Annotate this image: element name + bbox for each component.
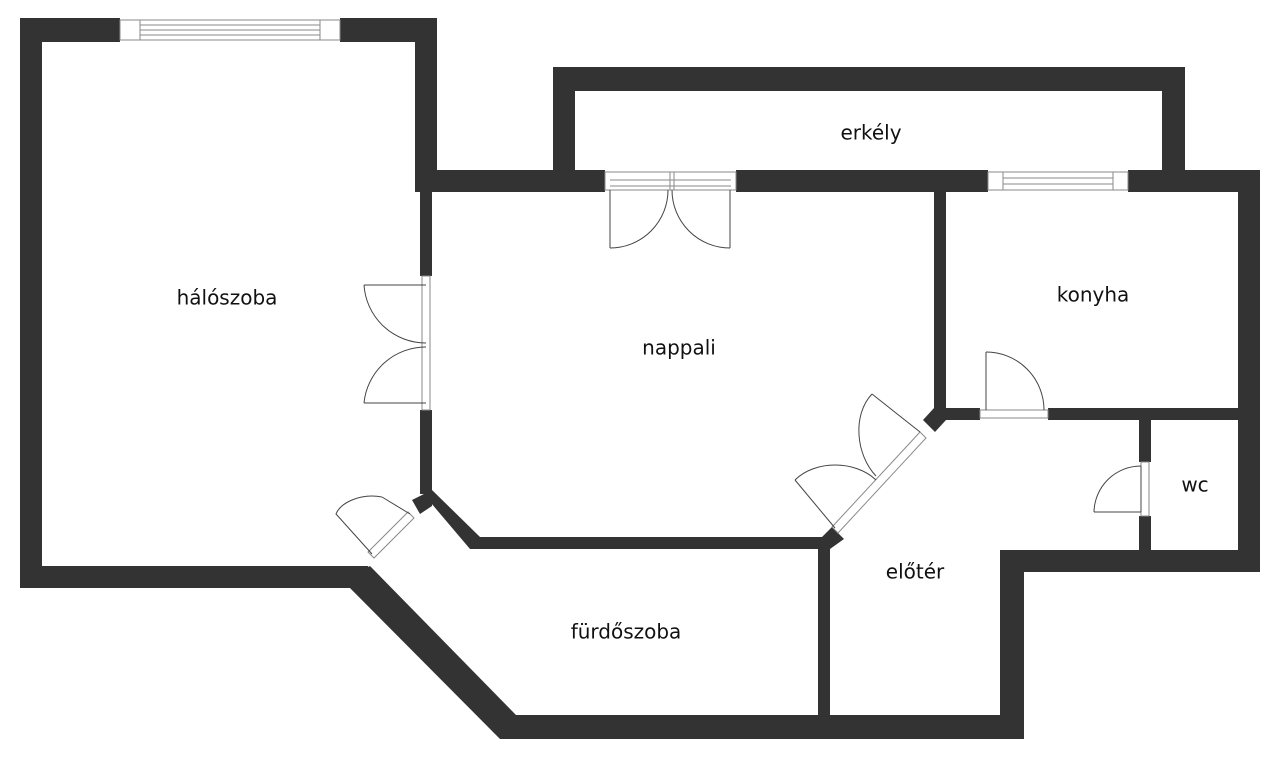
wall-living-diagonal-left <box>420 490 480 549</box>
label-wc: wc <box>1181 473 1208 497</box>
wall-living-top-right <box>736 170 988 192</box>
doors <box>335 189 1150 559</box>
door-wc <box>1093 461 1150 517</box>
door-bathroom <box>335 495 415 559</box>
wall-bath-diagonal <box>344 566 516 739</box>
label-furdoszoba: fürdőszoba <box>571 620 682 644</box>
label-haloszoba: hálószoba <box>177 286 278 310</box>
wall-living-left-lower <box>420 410 432 494</box>
wall-balcony-right <box>1162 67 1185 170</box>
wall-wc-left-upper <box>1139 420 1151 462</box>
wall-hall-bottom <box>820 715 1024 739</box>
wall-kitchen-right <box>1238 170 1260 572</box>
room-labels: hálószoba erkély nappali konyha wc előté… <box>177 121 1209 644</box>
wall-balcony-left <box>553 67 575 192</box>
window-living-balcony-door <box>604 171 737 191</box>
wall-bedroom-right-upper <box>415 18 437 192</box>
wall-bath-corner <box>344 566 372 582</box>
door-balcony-double <box>609 189 731 249</box>
label-erkely: erkély <box>840 121 901 145</box>
wall-living-right <box>934 192 946 410</box>
wall-bath-top-diagonal <box>412 490 432 514</box>
wall-wc-bottom <box>1000 550 1260 572</box>
window-bedroom <box>119 19 341 41</box>
wall-bedroom-left <box>20 18 42 588</box>
wall-wc-left-lower <box>1139 516 1151 550</box>
window-kitchen <box>987 171 1129 191</box>
label-konyha: konyha <box>1057 283 1130 307</box>
wall-hall-diagonal-top <box>923 408 946 432</box>
door-bedroom-double <box>363 275 431 411</box>
wall-bath-bottom <box>500 715 830 739</box>
wall-hall-left <box>818 545 830 739</box>
wall-balcony-top <box>553 67 1185 91</box>
wall-living-top-left <box>415 170 605 192</box>
door-living-hall-double <box>794 393 927 534</box>
wall-kitchen-top-right <box>1128 170 1260 192</box>
wall-living-bottom <box>470 537 824 549</box>
door-kitchen <box>979 351 1049 419</box>
wall-hall-right <box>1000 550 1024 739</box>
windows <box>119 19 1129 191</box>
wall-kitchen-bottom-right <box>1048 408 1260 420</box>
wall-living-left-upper <box>420 192 432 276</box>
wall-kitchen-bottom-left <box>940 408 980 420</box>
walls <box>20 18 1260 739</box>
wall-bedroom-bottom <box>20 566 350 588</box>
label-nappali: nappali <box>642 336 716 360</box>
label-eloter: előtér <box>886 560 945 584</box>
